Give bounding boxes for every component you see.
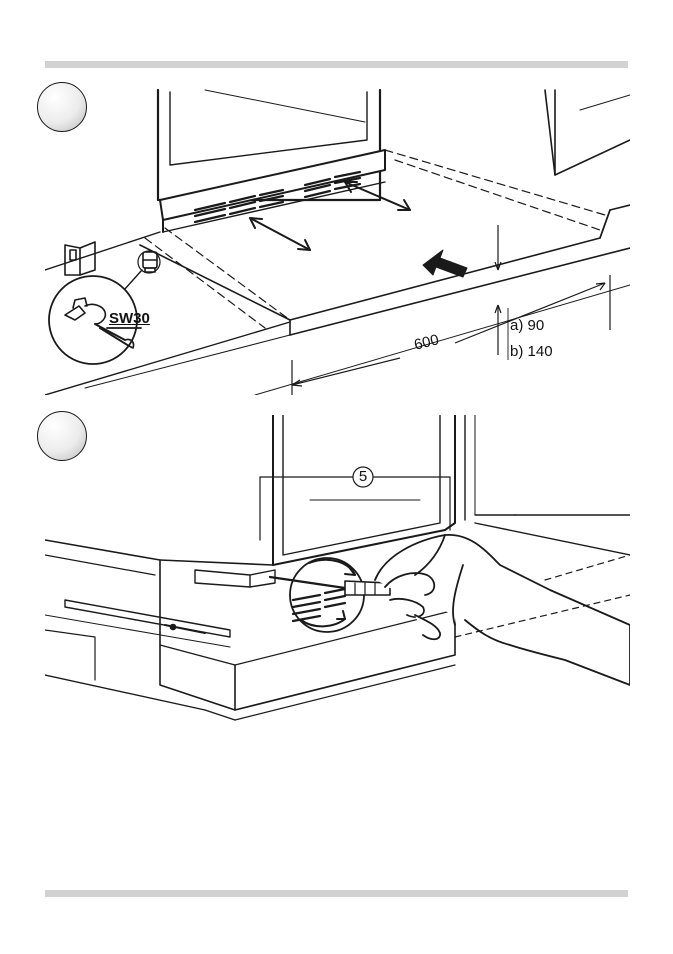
cabinet-side-wall <box>545 90 630 175</box>
callout-leaders <box>260 477 450 540</box>
figure-2-illustration <box>45 415 630 725</box>
wrench-size-label: SW30 <box>109 310 150 327</box>
adjustable-foot <box>143 252 157 272</box>
double-arrow-icon <box>345 182 410 210</box>
dimension-lines <box>280 220 630 395</box>
drawer-rail <box>45 600 230 647</box>
callout-number: 5 <box>357 468 369 485</box>
top-rule <box>45 61 628 68</box>
bottom-rule <box>45 890 628 897</box>
hand-illustration <box>375 535 630 685</box>
kickplate-vents <box>293 589 345 621</box>
